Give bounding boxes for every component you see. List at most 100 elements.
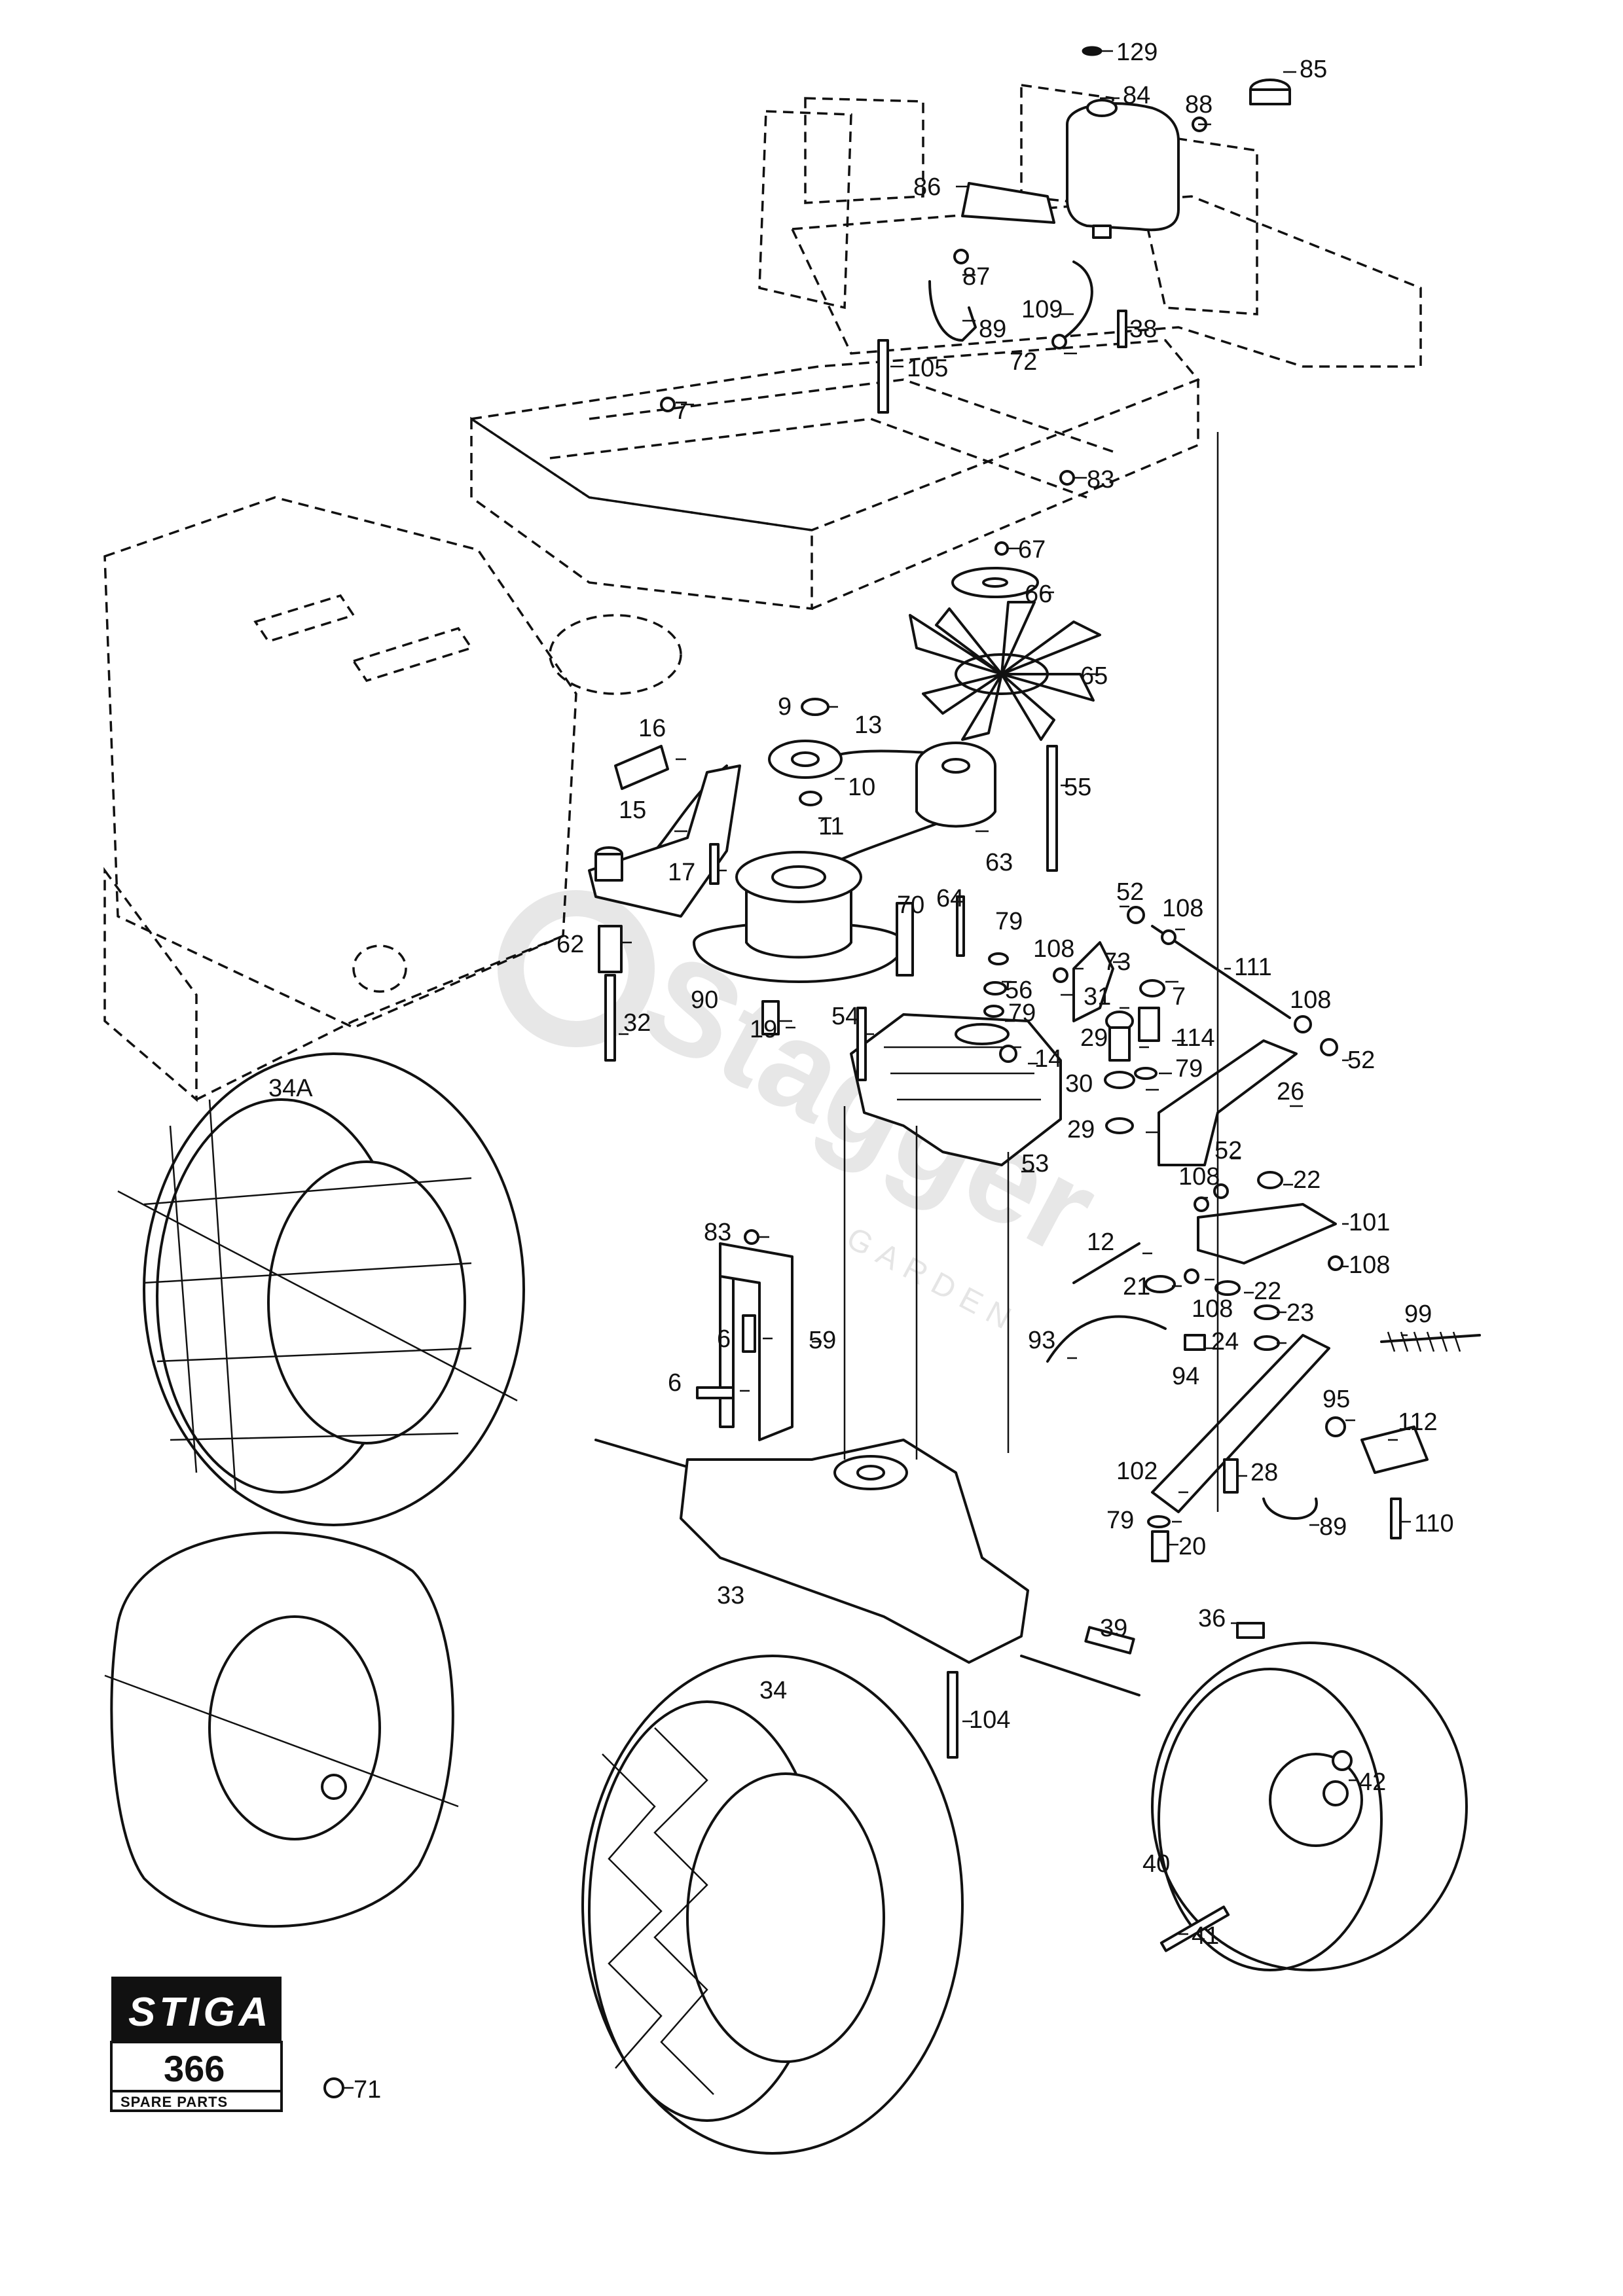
nut-7-upper [660,397,676,412]
part-label-40: 40 [1142,1850,1170,1878]
part-label-108d: 108 [1178,1163,1220,1191]
spring-16 [614,745,669,790]
rim-40-inner [1158,1668,1383,1971]
deck-slot-1 [253,594,356,643]
spring-28 [1223,1458,1239,1494]
spare-parts-caption: SPARE PARTS [120,2094,228,2110]
part-label-84: 84 [1123,82,1150,109]
leader-ticks [344,50,1411,2089]
washer-108a [1161,929,1176,945]
nut-83b [744,1229,759,1245]
part-label-26: 26 [1277,1078,1304,1105]
switch-94 [1184,1334,1206,1351]
bolt-41 [1159,1905,1230,1952]
part-label-6b: 6 [668,1369,682,1397]
part-label-129: 129 [1116,39,1158,66]
model-box [110,2041,283,2092]
key-39 [1084,1626,1135,1655]
tank-outlet [1092,224,1112,239]
bracket-112 [1360,1426,1429,1474]
fan-blades [909,601,1101,741]
part-label-11: 11 [818,813,844,840]
part-label-89b: 89 [1319,1513,1347,1541]
bushing-body [594,853,623,882]
part-label-110: 110 [1414,1510,1454,1537]
washer-23 [1254,1304,1280,1320]
part-label-52b: 52 [1347,1047,1375,1074]
washer-79a [988,952,1009,965]
bolt-32 [604,974,616,1062]
spacer-11 [799,791,822,806]
lever-73 [1072,941,1114,1022]
part-label-29b: 29 [1067,1116,1095,1143]
deck-wheel-left [352,944,407,993]
bolt-20 [1151,1530,1169,1562]
part-label-52c: 52 [1214,1137,1242,1164]
nut-22a [1257,1171,1283,1189]
crossmember-1 [589,378,1114,453]
part-label-52a: 52 [1116,878,1144,906]
part-label-93: 93 [1028,1327,1055,1354]
main-frame-top [468,339,1200,531]
transmission-pulley-body [915,766,996,828]
cooling-fan [909,541,1101,741]
washer-56 [983,981,1007,996]
washer-108f [1184,1268,1199,1284]
mower-deck-front [103,867,198,1102]
part-label-79b: 79 [1008,999,1036,1027]
part-label-114: 114 [1175,1024,1215,1052]
control-arm-70 [896,902,914,977]
part-label-87: 87 [962,263,990,291]
valve-71 [323,2077,344,2098]
ball-joint-52a [1127,906,1145,924]
transaxle-input-hub [856,1465,885,1480]
part-label-9: 9 [778,693,792,721]
transmission-pulley-hub [941,758,970,774]
fuel-cap-body [1249,88,1291,105]
rear-fender-plate [1124,129,1258,315]
nut-9 [801,698,830,716]
part-label-108c: 108 [1290,986,1331,1014]
part-label-72: 72 [1010,348,1037,376]
washer-79d [1147,1515,1171,1528]
part-label-38: 38 [1129,315,1157,343]
part-label-36: 36 [1198,1605,1226,1632]
engine-pulley-hub [771,865,826,889]
pump-shaft-top [955,1023,1010,1045]
part-label-34A: 34A [268,1075,313,1102]
nut-42 [1332,1750,1353,1771]
part-label-7b: 7 [1172,983,1186,1011]
brand-logo-bg [111,1977,282,2042]
crossmember-2 [549,418,1087,499]
hose-clamp-upper [928,280,977,342]
rim-40 [1151,1622,1468,1971]
right-axle [1020,1655,1140,1696]
mower-deck-top [103,496,577,1029]
part-label-24: 24 [1211,1328,1239,1355]
part-labels: 129 84 85 88 86 87 89 109 38 72 105 7 83… [268,39,1454,2104]
washer-14 [999,1045,1017,1063]
part-label-88: 88 [1185,91,1213,118]
drive-pulleys [653,698,996,983]
part-label-112: 112 [1398,1408,1438,1436]
idler-bracket-15 [588,764,741,918]
part-label-65: 65 [1080,662,1108,690]
fuel-hose [1059,260,1093,342]
part-label-79d: 79 [1106,1507,1134,1534]
nut-22b [1214,1280,1241,1296]
washer-79c [1134,1067,1158,1080]
spring-114 [1138,1007,1160,1042]
part-label-15: 15 [619,797,646,824]
part-label-34: 34 [759,1677,787,1704]
washer-108e [1328,1255,1343,1271]
lever-102 [1151,1334,1330,1513]
main-frame-right [811,380,1199,610]
washer-108b [1053,967,1068,983]
washer-108d [1194,1196,1209,1212]
part-label-33: 33 [717,1582,744,1609]
part-label-22a: 22 [1293,1166,1321,1194]
cable-93 [1046,1315,1167,1363]
part-label-30: 30 [1065,1070,1093,1098]
spring-99-coils [1387,1331,1461,1352]
fuel-tank [1066,102,1180,232]
